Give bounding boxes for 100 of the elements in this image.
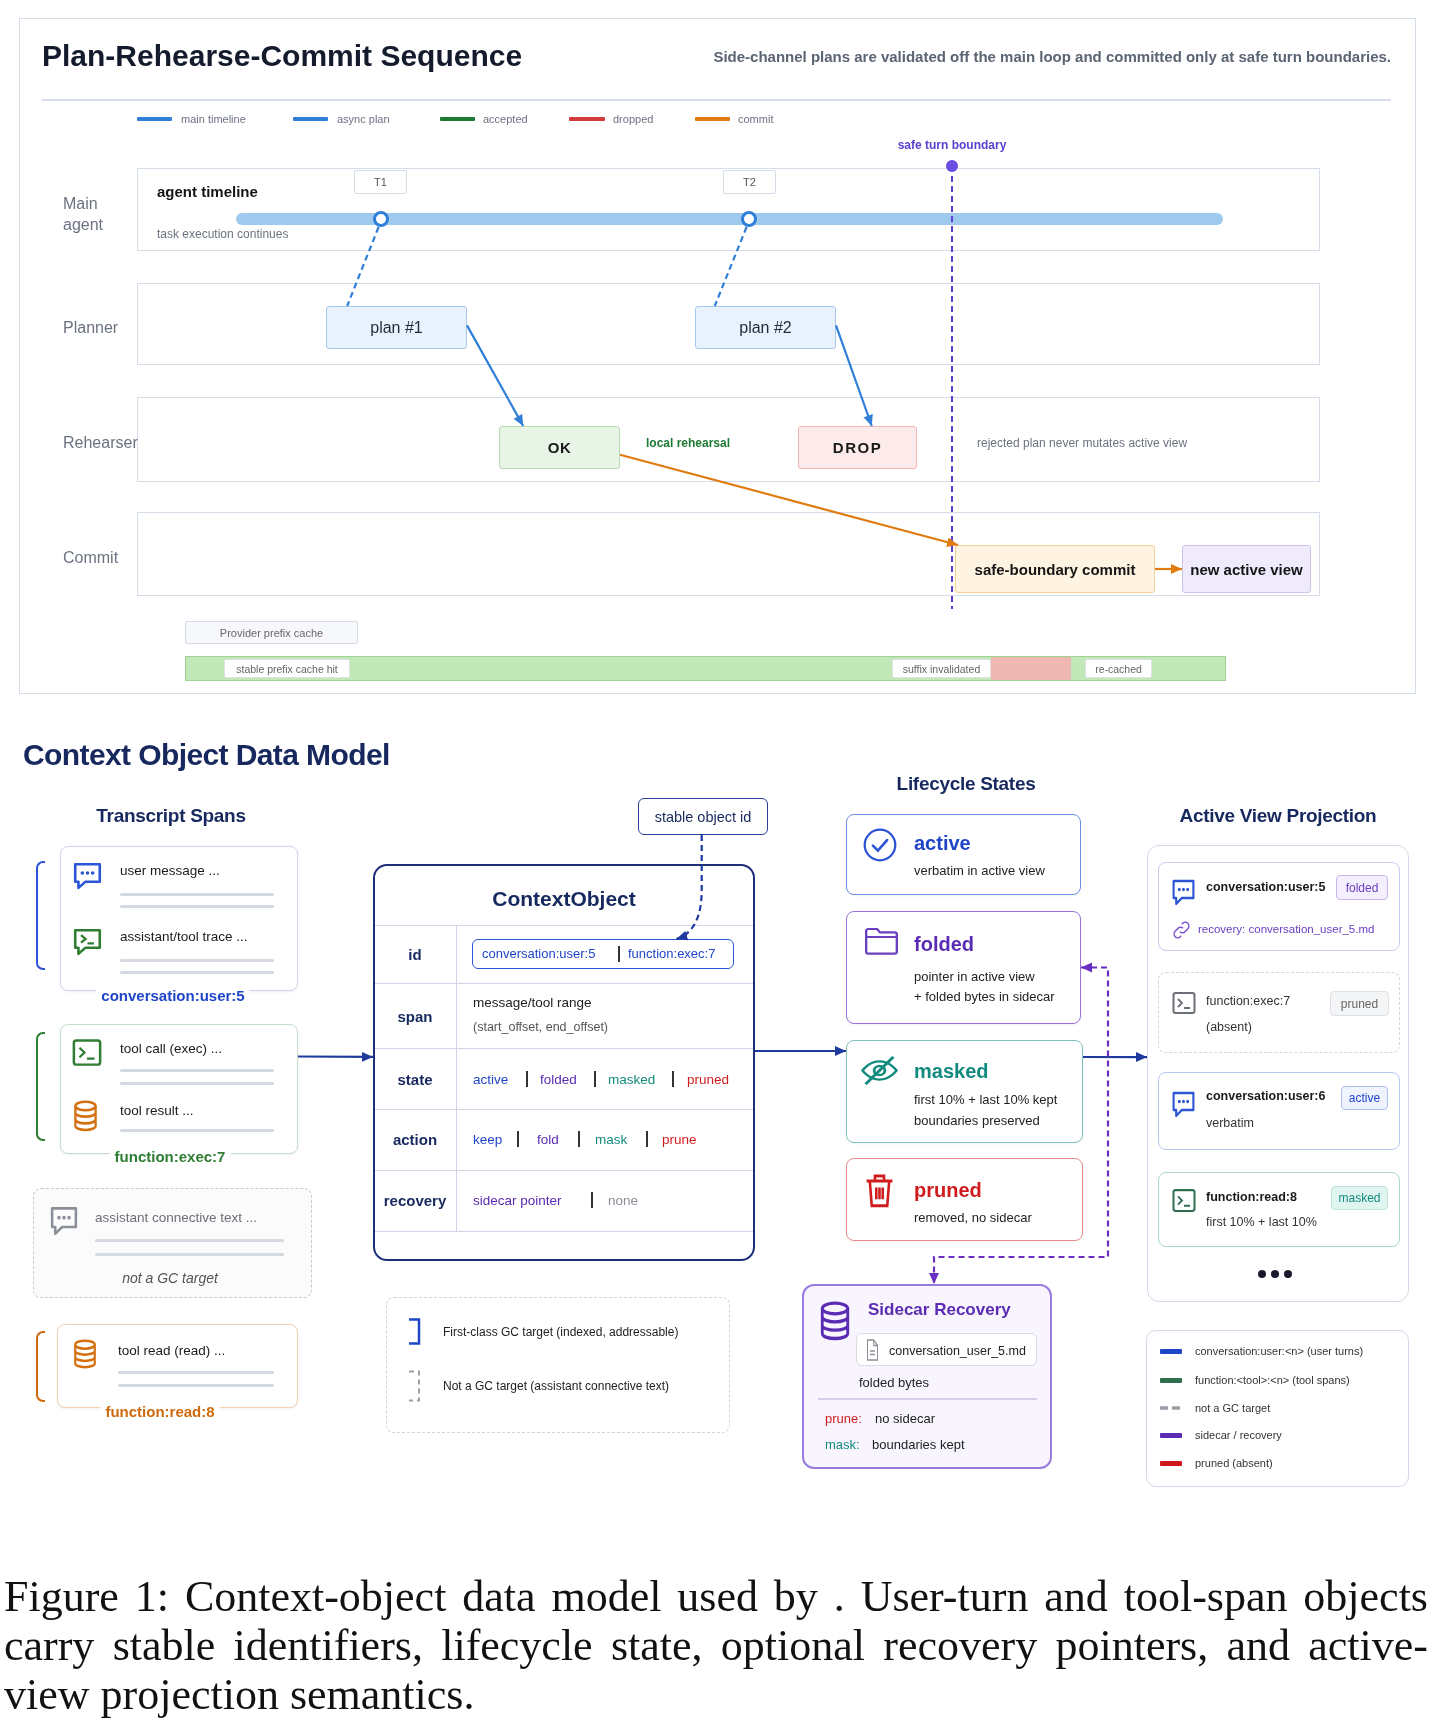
state-tag: folded <box>1336 875 1388 900</box>
dashed-connector <box>346 226 380 307</box>
legend-label: async plan <box>337 112 390 126</box>
legend-label: accepted <box>483 112 528 126</box>
time-marker-tag: T1 <box>354 170 407 194</box>
commit-box: safe-boundary commit <box>955 545 1155 593</box>
class-box <box>373 864 755 1261</box>
legend-label: not a GC target <box>1195 1401 1271 1415</box>
panel-subtitle: Side-channel plans are validated off the main loop and committed only at safe turn boundaries. <box>713 48 1391 66</box>
lane-label: Rehearser <box>63 432 138 453</box>
callout-box: stable object id <box>638 798 768 835</box>
object-id-value: conversation:user:5 <box>482 946 596 962</box>
lane-label: Commit <box>63 547 119 568</box>
column-heading: Active View Projection <box>1179 803 1377 827</box>
plan-box: plan #1 <box>326 306 467 349</box>
dashed-arrow <box>929 962 1110 1284</box>
state-card <box>846 1158 1083 1241</box>
cache-segment-tag: suffix invalidated <box>892 659 991 678</box>
status-box: DROP <box>798 426 917 469</box>
cache-tag: Provider prefix cache <box>185 621 358 644</box>
span-card <box>33 1188 312 1298</box>
state-description: first 10% + last 10% kept <box>914 1092 1058 1108</box>
status-box: OK <box>499 426 620 469</box>
key-label: mask: <box>825 1437 860 1453</box>
column-heading: Lifecycle States <box>896 771 1036 795</box>
note-text: not a GC target <box>122 1269 218 1287</box>
invalidated-segment <box>991 657 1071 680</box>
legend-label: pruned (absent) <box>1195 1456 1273 1470</box>
legend-label: commit <box>738 112 774 126</box>
time-marker-tag: T2 <box>723 170 776 194</box>
file-name: conversation_user_5.md <box>889 1343 1026 1359</box>
state-description: verbatim in active view <box>914 863 1045 879</box>
field-value: (start_offset, end_offset) <box>473 1019 609 1035</box>
class-name: ContextObject <box>492 885 636 911</box>
state-tag: masked <box>1331 1186 1388 1210</box>
timeline-heading: agent timeline <box>157 183 258 201</box>
field-value: mask <box>595 1130 628 1148</box>
field-name: id <box>408 944 422 964</box>
object-detail: (absent) <box>1206 1019 1252 1035</box>
span-text: tool call (exec) ... <box>120 1039 223 1057</box>
field-value: folded <box>540 1070 577 1088</box>
state-card <box>846 814 1081 895</box>
arrow <box>834 325 873 427</box>
legend-label: sidecar / recovery <box>1195 1428 1282 1442</box>
view-box: new active view <box>1182 545 1311 593</box>
section-title: Context Object Data Model <box>23 737 390 773</box>
recovery-note: recovery: conversation_user_5.md <box>1198 921 1375 937</box>
dashed-connector <box>713 226 748 307</box>
sidecar-panel <box>802 1284 1052 1469</box>
object-detail: first 10% + last 10% <box>1206 1214 1317 1230</box>
object-id-label: conversation:user:6 <box>1206 1088 1326 1104</box>
state-card <box>846 1040 1083 1143</box>
state-title: pruned <box>914 1178 982 1202</box>
object-card <box>1158 1172 1400 1247</box>
span-text: assistant/tool trace ... <box>120 927 248 945</box>
state-description: + folded bytes in sidecar <box>914 989 1055 1005</box>
state-card <box>846 911 1081 1024</box>
plan-box: plan #2 <box>695 306 836 349</box>
field-value: keep <box>473 1130 503 1148</box>
legend-label: First-class GC target (indexed, addressable) <box>443 1324 679 1340</box>
arrow <box>466 324 525 427</box>
field-name: recovery <box>383 1190 447 1210</box>
timeline-marker <box>373 211 389 227</box>
state-title: folded <box>914 932 974 956</box>
arrow <box>298 1051 373 1062</box>
arrow <box>1155 564 1182 574</box>
field-value: sidecar pointer <box>473 1191 562 1209</box>
field-name: state <box>397 1069 433 1089</box>
panel-heading: Sidecar Recovery <box>868 1298 1011 1320</box>
object-id-value: function:exec:7 <box>628 946 716 962</box>
field-name: action <box>392 1129 438 1149</box>
object-card <box>1158 862 1400 951</box>
object-id-label: conversation:user:5 <box>1206 879 1326 895</box>
state-tag: pruned <box>1330 991 1389 1016</box>
panel-frame <box>19 18 1416 694</box>
cache-segment-tag: stable prefix cache hit <box>224 659 350 678</box>
state-description: removed, no sidecar <box>914 1210 1032 1226</box>
state-tag: active <box>1341 1086 1388 1110</box>
key-label: prune: <box>825 1411 862 1427</box>
state-description: boundaries preserved <box>914 1113 1040 1129</box>
legend-label: conversation:user:<n> (user turns) <box>1195 1344 1364 1358</box>
field-name: span <box>397 1006 433 1026</box>
lane-label: Main agent <box>63 193 105 235</box>
state-description: no sidecar <box>875 1411 935 1427</box>
panel-title: Plan-Rehearse-Commit Sequence <box>42 38 523 74</box>
arrow <box>755 1046 846 1056</box>
object-card <box>1158 1072 1400 1150</box>
field-value: prune <box>662 1130 697 1148</box>
column-heading: Transcript Spans <box>96 803 246 827</box>
legend-label: function:<tool>:<n> (tool spans) <box>1195 1373 1350 1387</box>
legend-label: dropped <box>613 112 654 126</box>
object-detail: verbatim <box>1206 1115 1254 1131</box>
span-text: tool result ... <box>120 1101 194 1119</box>
span-text: assistant connective text ... <box>95 1208 258 1226</box>
object-id-label: function:read:8 <box>1206 1189 1297 1205</box>
note-text: task execution continues <box>157 226 289 242</box>
dashed-arrow <box>675 835 703 941</box>
cache-segment-tag: re-cached <box>1085 659 1152 678</box>
file-chip <box>856 1333 1037 1366</box>
boundary-label: safe turn boundary <box>897 137 1007 153</box>
